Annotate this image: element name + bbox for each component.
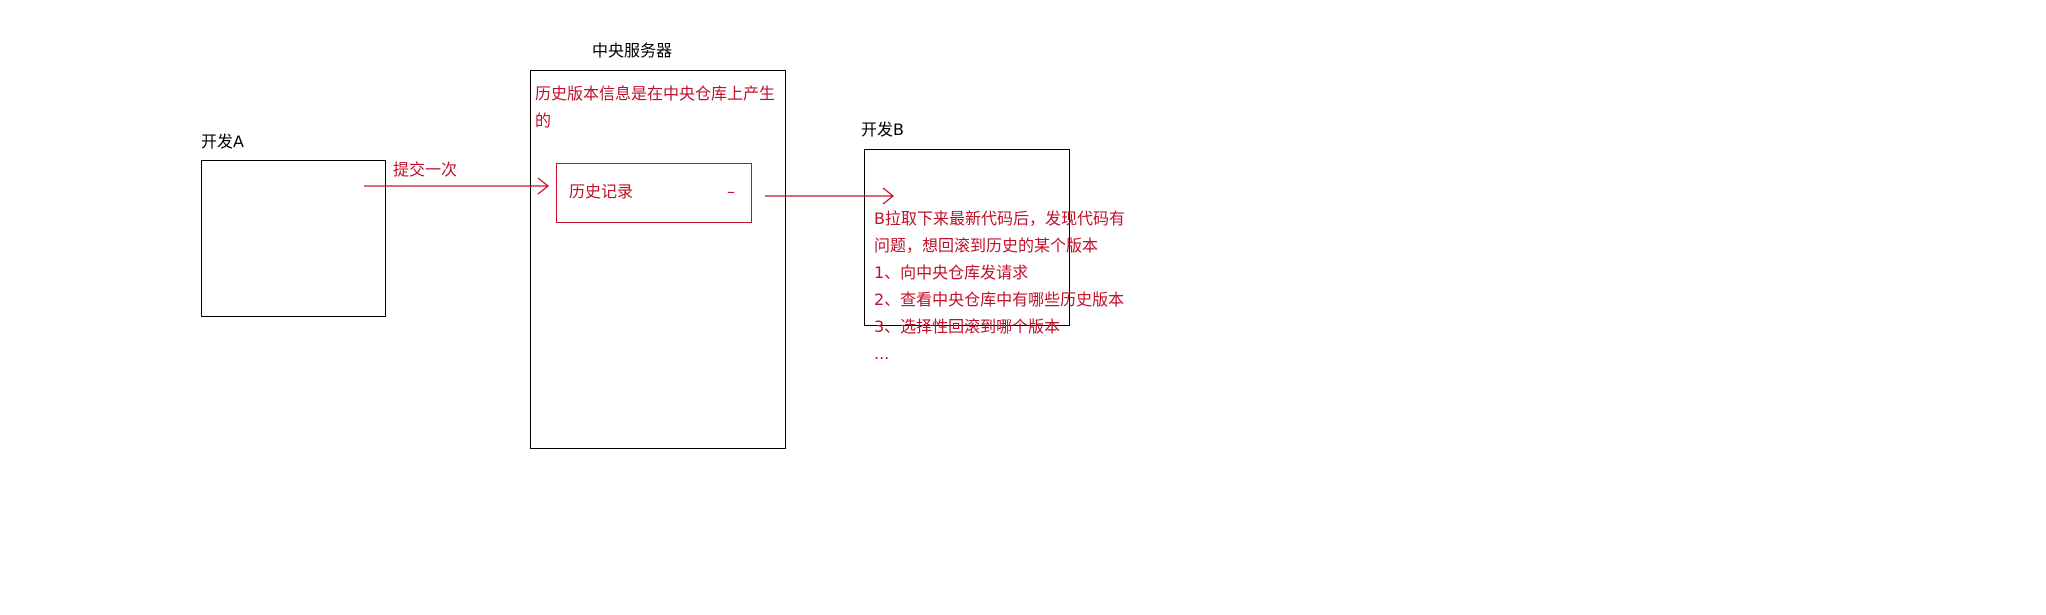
commit-arrow-label: 提交一次 xyxy=(393,160,458,179)
dev-b-note-line: B拉取下来最新代码后，发现代码有 xyxy=(874,209,1125,228)
dev-b-note-line: 问题，想回滚到历史的某个版本 xyxy=(874,236,1099,255)
central-server-box xyxy=(530,70,786,449)
dev-b-box xyxy=(864,149,1070,326)
pull-arrow xyxy=(765,187,895,205)
commit-arrow xyxy=(364,177,550,195)
dev-a-box xyxy=(201,160,386,317)
history-record-box: 历史记录 – xyxy=(556,163,752,223)
history-record-marker: – xyxy=(727,182,735,201)
dev-b-label: 开发B xyxy=(861,120,904,139)
dev-b-note-line: ... xyxy=(874,344,890,363)
server-note-line-2: 的 xyxy=(535,111,552,130)
dev-b-note-line: 3、选择性回滚到哪个版本 xyxy=(874,317,1061,336)
dev-b-note-line: 2、查看中央仓库中有哪些历史版本 xyxy=(874,290,1125,309)
history-record-label: 历史记录 xyxy=(569,182,634,201)
dev-a-label: 开发A xyxy=(201,132,244,151)
dev-b-note-line: 1、向中央仓库发请求 xyxy=(874,263,1029,282)
server-note-line-1: 历史版本信息是在中央仓库上产生 xyxy=(535,84,776,103)
server-title: 中央服务器 xyxy=(592,41,673,60)
